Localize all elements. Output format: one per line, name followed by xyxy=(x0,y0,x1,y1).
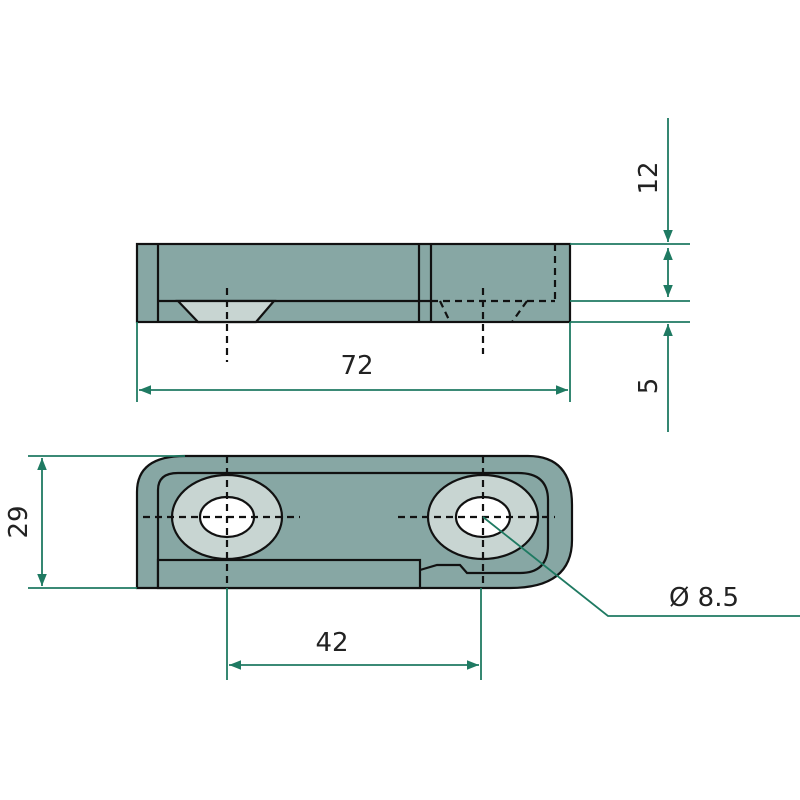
side-view xyxy=(135,242,572,362)
side-view-dimensions xyxy=(136,118,690,432)
hidden-lines xyxy=(225,244,557,362)
dimension-12-label: 12 xyxy=(634,161,664,194)
dimension-42-label: 42 xyxy=(315,628,348,658)
dimension-72-label: 72 xyxy=(340,351,373,381)
plan-view-dimensions xyxy=(28,455,800,680)
plan-view xyxy=(135,454,574,590)
center-lines xyxy=(143,456,555,588)
dimension-5-label: 5 xyxy=(634,378,664,395)
countersink-left xyxy=(175,299,277,324)
diameter-label: Ø 8.5 xyxy=(669,583,739,613)
diameter-leader xyxy=(482,516,800,617)
dimension-29-label: 29 xyxy=(4,505,34,538)
